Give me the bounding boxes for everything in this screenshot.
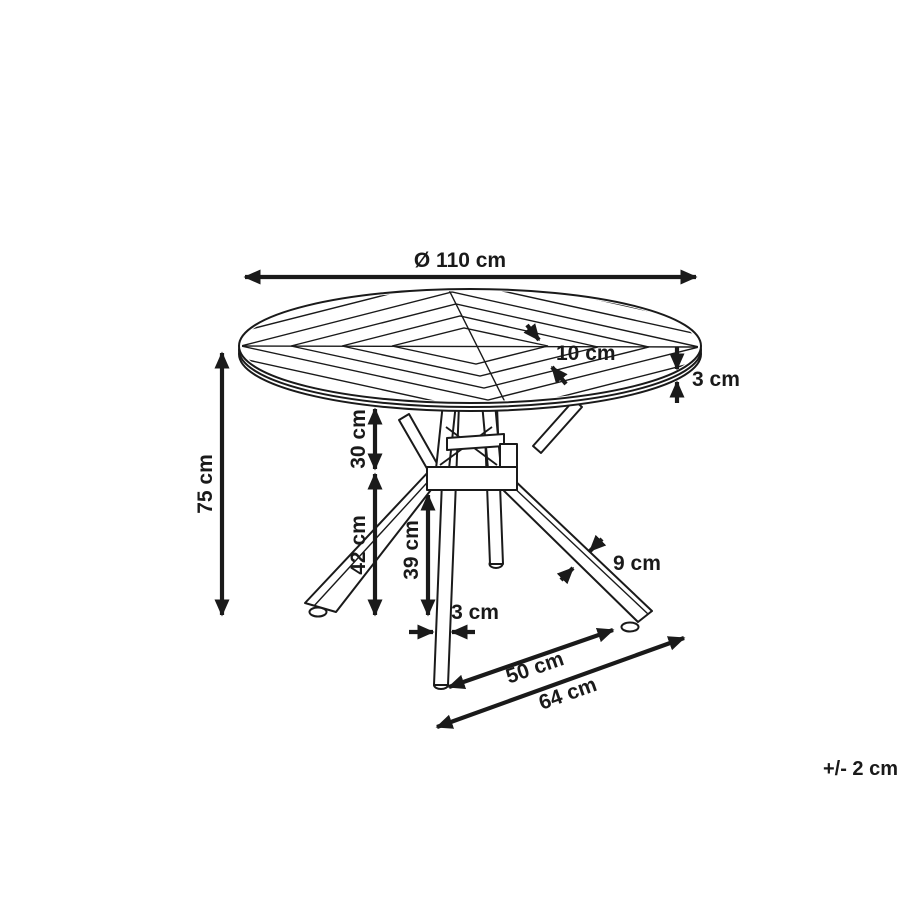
dim-inner-clearance-label: 39 cm (400, 520, 423, 580)
dim-plank-width: 10 cm (523, 323, 616, 386)
dim-total-height: 75 cm (194, 351, 230, 617)
dim-plank-width-label: 10 cm (556, 342, 616, 365)
dim-total-height-label: 75 cm (194, 454, 217, 514)
dim-inner-clearance: 39 cm (400, 493, 436, 617)
tolerance-note: +/- 2 cm (823, 758, 898, 780)
leg-right-edge-line (508, 482, 649, 615)
tabletop (238, 288, 702, 412)
dim-top-to-hub: 30 cm (347, 407, 383, 471)
dim-diagonal-leg-width-arrow-1 (588, 534, 607, 553)
leg-right-body (497, 477, 653, 623)
dim-diagonal-leg-width: 9 cm (556, 534, 661, 585)
dim-top-thickness: 3 cm (669, 347, 740, 403)
dim-diameter-label: Ø 110 cm (414, 249, 506, 272)
tabletop-center-seam (446, 291, 507, 401)
dim-hub-to-floor-label: 42 cm (347, 515, 370, 575)
dim-diameter: Ø 110 cm (243, 249, 698, 285)
dim-plank-width-arrow-1 (523, 323, 541, 342)
hub-block-step (499, 443, 518, 470)
cross-bar (446, 433, 505, 451)
dim-hub-to-floor: 42 cm (347, 472, 383, 617)
dim-top-thickness-label: 3 cm (692, 368, 740, 391)
dim-outer-foot-span-line (435, 636, 686, 729)
dim-diagonal-leg-width-label: 9 cm (613, 552, 661, 575)
tabletop-middle-joint (242, 345, 698, 348)
dim-top-to-hub-label: 30 cm (347, 409, 370, 469)
foot-glide-right (620, 621, 640, 633)
dimension-annotations: Ø 110 cm 75 cm 30 cm 42 cm 39 cm 10 cm (194, 249, 898, 780)
leg-right-upper-strut (398, 413, 440, 473)
hub-block (426, 466, 518, 491)
dim-plank-width-arrow-2 (550, 365, 568, 386)
dim-diagonal-leg-width-arrow-2 (556, 566, 575, 585)
dim-front-leg-width: 3 cm (409, 601, 499, 640)
table-drawing (238, 288, 702, 690)
dim-front-leg-width-label: 3 cm (451, 601, 499, 624)
